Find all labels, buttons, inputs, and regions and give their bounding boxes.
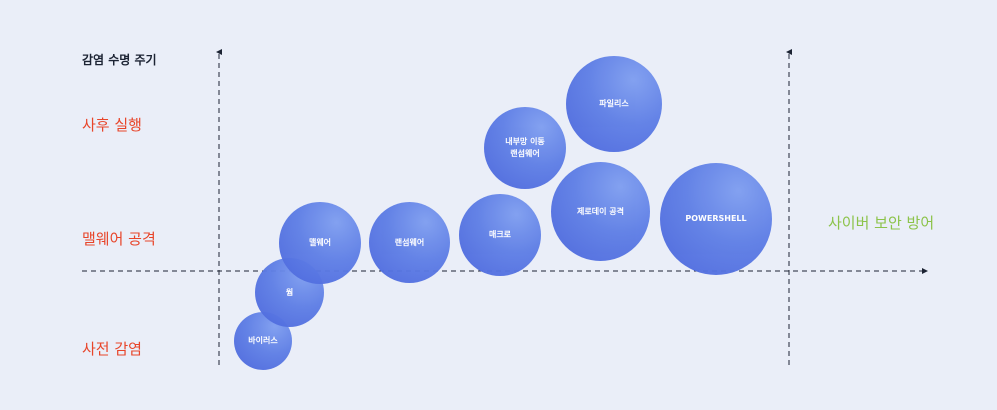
bubble-zero-day: 제로데이 공격: [551, 162, 650, 261]
stage-post-execution: 사후 실행: [82, 116, 142, 134]
cyber-defense-label: 사이버 보안 방어: [828, 214, 935, 232]
bubble-malware: 맬웨어: [279, 202, 361, 284]
stage-pre-infection: 사전 감염: [82, 340, 142, 358]
diagram-title: 감염 수명 주기: [82, 53, 157, 67]
bubble-macro: 매크로: [459, 194, 541, 276]
stage-malware-attack: 맬웨어 공격: [82, 230, 156, 248]
bubble-ransomware: 랜섬웨어: [369, 202, 450, 283]
bubble-lateral-ransomware: 내부망 이동 랜섬웨어: [484, 107, 566, 189]
bubble-fileless: 파일리스: [566, 56, 662, 152]
bubble-powershell: POWERSHELL: [660, 163, 772, 275]
